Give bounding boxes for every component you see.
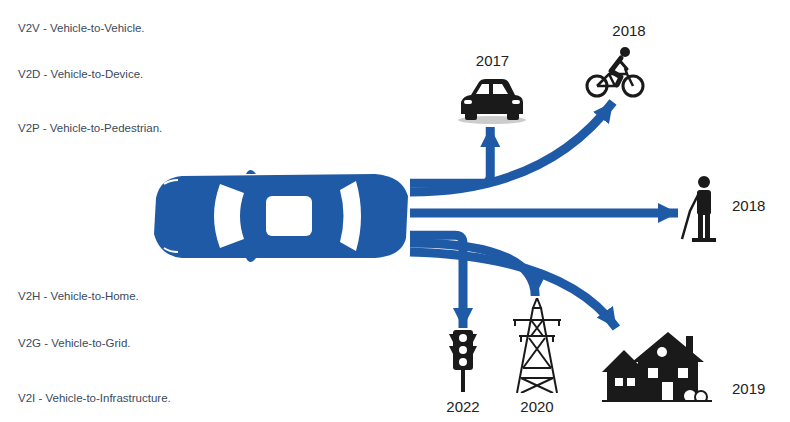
acronym-label: V2H - Vehicle-to-Home. [18,290,139,302]
traffic-light-icon [449,330,477,392]
house-icon [602,330,712,402]
acronym-label: V2V - Vehicle-to-Vehicle. [18,22,145,34]
year-label: 2018 [732,197,787,214]
pedestrian-target: 2018 [680,175,785,243]
flow-arrow [410,102,613,192]
flow-arrow [410,209,678,218]
car-icon [457,76,527,124]
acronym-label: V2G - Vehicle-to-Grid. [18,337,130,349]
infrastructure-target: 2022 [445,330,481,418]
power-pylon-icon [507,298,567,393]
acronym-label: V2I - Vehicle-to-Infrastructure. [18,392,171,404]
year-label: 2020 [507,398,567,415]
car-top-view [150,168,410,264]
vehicle-target: 2017 [455,52,530,125]
flow-arrow [410,127,490,183]
year-label: 2017 [455,52,530,69]
flow-arrow [410,252,616,328]
home-target: 2019 [602,330,782,405]
acronym-label: V2D - Vehicle-to-Device. [18,68,143,80]
year-label: 2019 [732,380,782,397]
pedestrian-icon [680,175,720,243]
vehicle-node [150,168,410,264]
grid-target: 2020 [507,298,567,418]
year-label: 2022 [439,398,487,415]
year-label: 2018 [603,22,655,39]
acronym-label: V2P - Vehicle-to-Pedestrian. [18,122,162,134]
cyclist-target: 2018 [585,22,655,100]
cyclist-icon [585,44,645,99]
